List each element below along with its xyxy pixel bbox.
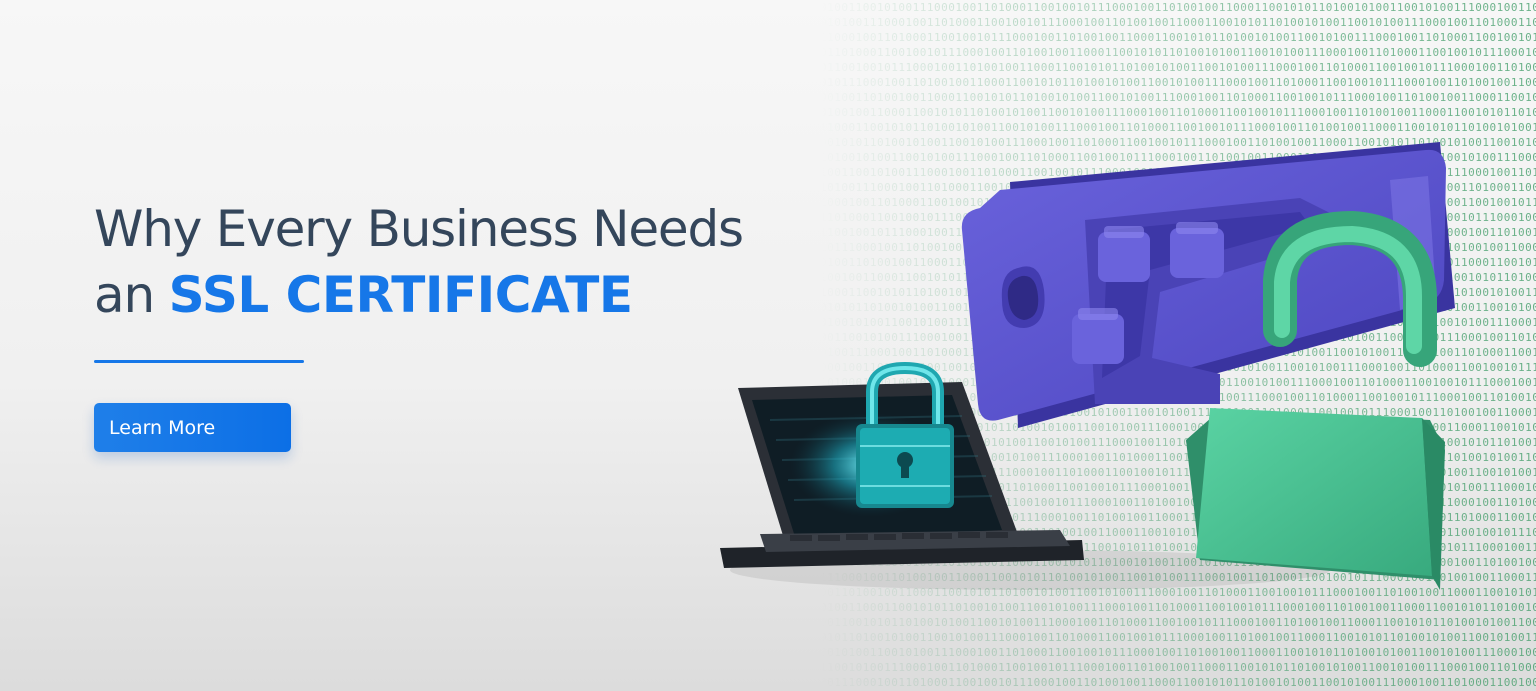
- learn-more-button[interactable]: Learn More: [94, 403, 291, 452]
- headline-divider: [94, 360, 304, 363]
- headline-prefix: an: [94, 266, 155, 324]
- headline-line-2: an SSL CERTIFICATE: [94, 262, 743, 328]
- app-tiles-icon: [1072, 222, 1224, 364]
- padlock-icon: [1186, 210, 1445, 590]
- security-illustration: [700, 120, 1536, 640]
- keyhole-icon: [897, 452, 913, 478]
- padlock-icon: [856, 361, 954, 508]
- smartphone-icon: [961, 142, 1455, 428]
- headline-line-1: Why Every Business Needs: [94, 200, 744, 258]
- headline: Why Every Business Needs an SSL CERTIFIC…: [94, 196, 744, 328]
- headline-accent: SSL CERTIFICATE: [168, 266, 633, 324]
